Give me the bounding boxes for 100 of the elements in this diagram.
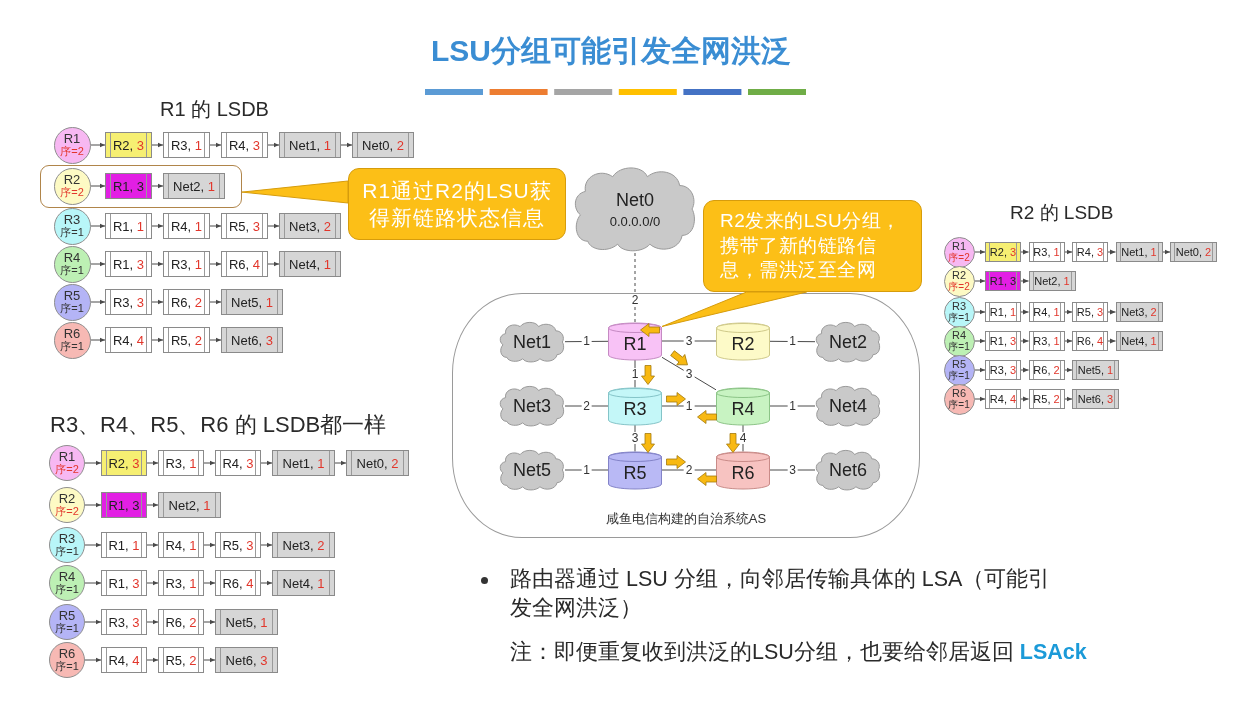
entry-text: R2, 3 — [989, 246, 1017, 258]
lsdb-entry — [215, 532, 261, 558]
lsdb-entry — [105, 132, 152, 158]
entry-text: R4, 4 — [108, 652, 140, 668]
list-arrow — [84, 657, 102, 663]
router-circle — [53, 126, 91, 164]
as-caption: 咸鱼电信构建的自治系统AS — [605, 510, 767, 528]
router-circle — [49, 445, 85, 481]
entry-text: R4, 1 — [1033, 306, 1060, 318]
entry-text: R2, 3 — [108, 455, 140, 471]
list-arrow — [146, 542, 159, 548]
network-name: Net5 — [513, 459, 551, 481]
link-line — [661, 405, 717, 407]
link-cost: 2 — [581, 400, 592, 412]
lsdb-entry — [1115, 331, 1163, 351]
list-arrow — [267, 223, 280, 229]
list-arrow — [146, 580, 159, 586]
list-arrow — [209, 142, 222, 148]
router-name: R1 — [63, 132, 81, 147]
lsdb-entry — [105, 213, 152, 239]
lsdb-entry — [105, 173, 152, 199]
router-circle — [943, 296, 975, 328]
router-circle — [53, 283, 91, 321]
list-arrow — [84, 502, 102, 508]
entry-text: R1, 1 — [108, 537, 140, 553]
router-circle — [943, 236, 975, 268]
lsdb-entry — [272, 570, 335, 596]
link-line — [564, 469, 609, 471]
list-arrow — [203, 460, 216, 466]
list-arrow — [1020, 367, 1029, 373]
entry-text: Net4, 1 — [282, 575, 325, 591]
list-arrow — [260, 542, 273, 548]
list-arrow — [146, 502, 159, 508]
list-arrow — [1107, 338, 1116, 344]
sequence-number: 序=1 — [55, 584, 79, 596]
router-name: R5 — [623, 463, 647, 484]
entry-text: R5, 3 — [1076, 306, 1104, 318]
entry-text: R3, 3 — [112, 294, 145, 310]
router-circle — [943, 383, 975, 415]
list-arrow — [151, 261, 164, 267]
lsdb-entry — [101, 570, 147, 596]
list-arrow — [260, 460, 273, 466]
link-cost: 1 — [683, 400, 695, 412]
list-arrow — [1162, 249, 1171, 255]
list-arrow — [974, 338, 986, 344]
list-arrow — [1020, 338, 1029, 344]
lsdb-entry — [158, 609, 204, 635]
entry-text: Net1, 1 — [282, 455, 325, 471]
lsdb-entry — [163, 289, 210, 315]
entry-text: R3, 1 — [165, 575, 197, 591]
router-name: R5 — [63, 289, 81, 304]
router-circle — [49, 487, 85, 523]
lsdb-entry — [1115, 242, 1163, 262]
link-cost: 1 — [581, 464, 592, 476]
list-arrow — [974, 367, 986, 373]
link-cost: 1 — [629, 367, 641, 380]
lsdb-entry — [105, 251, 152, 277]
lsdb-entry — [272, 532, 335, 558]
router-name: R2 — [58, 492, 76, 507]
link-line — [769, 405, 816, 407]
sequence-number: 序=1 — [55, 661, 79, 673]
entry-text: R1, 1 — [112, 218, 145, 234]
lsdb-heading: R1 的 LSDB — [160, 97, 269, 122]
entry-text: R5, 3 — [222, 537, 254, 553]
lsdb-entry — [158, 492, 221, 518]
entry-text: R3, 1 — [170, 256, 203, 272]
entry-text: Net6, 3 — [231, 332, 273, 348]
list-arrow — [146, 657, 159, 663]
entry-text: R1, 3 — [108, 497, 140, 513]
router-name: R5 — [58, 609, 76, 624]
lsdb-entry — [215, 570, 261, 596]
list-arrow — [151, 183, 164, 189]
sequence-number: 序=1 — [55, 546, 79, 558]
router-circle — [49, 565, 85, 601]
lsdb-entry — [1028, 389, 1065, 409]
entry-text: Net1, 1 — [1121, 246, 1157, 258]
router-cylinder — [716, 387, 770, 425]
router-cylinder — [608, 387, 662, 425]
entry-text: R1, 3 — [108, 575, 140, 591]
list-arrow — [1020, 396, 1029, 402]
list-arrow — [1064, 396, 1073, 402]
lsdb-entry — [1170, 242, 1217, 262]
callout-pointer — [241, 180, 349, 204]
router-name: R4 — [63, 251, 81, 266]
sequence-number: 序=1 — [60, 265, 84, 277]
network-cloud — [499, 321, 565, 363]
lsdb-entry — [101, 450, 147, 476]
link-cost: 4 — [737, 432, 749, 444]
entry-text: Net6, 3 — [225, 652, 268, 668]
network-name: Net1 — [513, 331, 551, 353]
lsdb-entry — [1072, 389, 1119, 409]
router-circle — [53, 167, 91, 205]
router-name: R5 — [951, 358, 967, 370]
router-name: R3 — [623, 399, 647, 420]
router-name: R6 — [58, 647, 76, 662]
list-arrow — [974, 396, 986, 402]
lsdb-entry — [279, 213, 341, 239]
lsdb-entry — [101, 532, 147, 558]
router-circle — [943, 325, 975, 357]
callout-text: R2发来的LSU分组，携带了新的链路信息，需洪泛至全网 — [720, 208, 902, 283]
